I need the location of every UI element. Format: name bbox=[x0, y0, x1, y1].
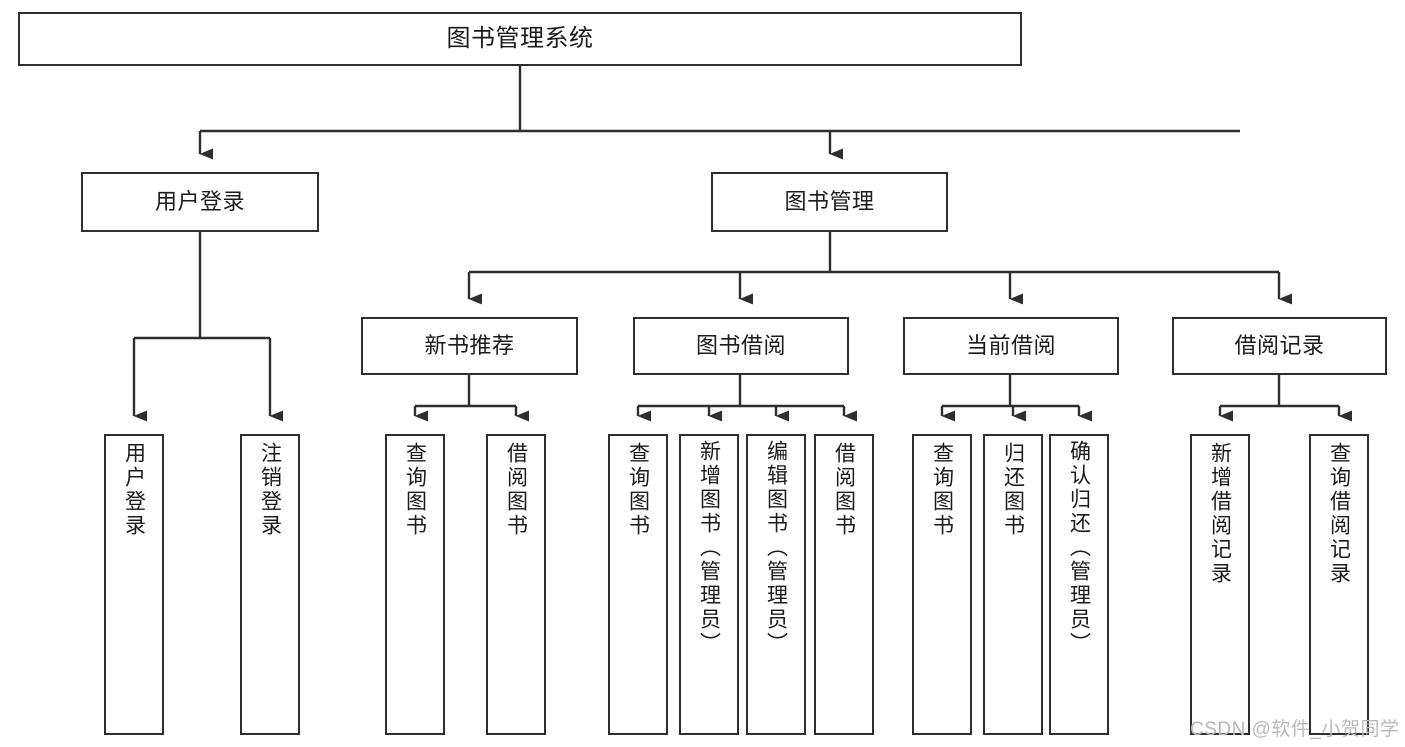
node-leaf-add-borrow-record[interactable]: 新增借阅记录 bbox=[1190, 434, 1250, 735]
connector-book-borrow-to-leaves bbox=[636, 375, 857, 422]
node-leaf-label: 归还图书 bbox=[1001, 442, 1025, 538]
node-leaf-return-book[interactable]: 归还图书 bbox=[983, 434, 1043, 735]
node-book-borrow-label: 图书借阅 bbox=[695, 333, 786, 359]
connector-user-login-to-leaves bbox=[132, 232, 283, 422]
node-leaf-label: 查询图书 bbox=[626, 442, 650, 538]
node-leaf-confirm-return[interactable]: 确认归还（管理员） bbox=[1049, 434, 1109, 735]
node-user-login-label: 用户登录 bbox=[154, 189, 245, 215]
node-leaf-query-book-1[interactable]: 查询图书 bbox=[385, 434, 445, 735]
node-borrow-record-label: 借阅记录 bbox=[1234, 333, 1325, 359]
connector-root-to-level2 bbox=[198, 66, 1240, 160]
node-leaf-query-book-2[interactable]: 查询图书 bbox=[608, 434, 668, 735]
node-book-borrow[interactable]: 图书借阅 bbox=[633, 317, 849, 375]
node-leaf-query-book-3[interactable]: 查询图书 bbox=[912, 434, 972, 735]
node-leaf-label: 查询借阅记录 bbox=[1327, 442, 1351, 586]
node-leaf-label: 查询图书 bbox=[403, 442, 427, 538]
node-leaf-user-login[interactable]: 用户登录 bbox=[104, 434, 164, 735]
connector-current-borrow-to-leaves bbox=[940, 375, 1092, 422]
node-book-manage[interactable]: 图书管理 bbox=[711, 172, 948, 232]
node-current-borrow[interactable]: 当前借阅 bbox=[903, 317, 1119, 375]
node-leaf-borrow-book-1[interactable]: 借阅图书 bbox=[486, 434, 546, 735]
node-leaf-logout[interactable]: 注销登录 bbox=[240, 434, 300, 735]
node-borrow-record[interactable]: 借阅记录 bbox=[1172, 317, 1387, 375]
node-leaf-label: 借阅图书 bbox=[504, 442, 528, 538]
node-leaf-borrow-book-2[interactable]: 借阅图书 bbox=[814, 434, 874, 735]
node-leaf-label: 查询图书 bbox=[930, 442, 954, 538]
node-leaf-label: 注销登录 bbox=[258, 442, 282, 538]
node-root-system[interactable]: 图书管理系统 bbox=[18, 12, 1022, 66]
node-new-book-recommend-label: 新书推荐 bbox=[424, 333, 515, 359]
node-root-label: 图书管理系统 bbox=[446, 25, 594, 53]
node-book-manage-label: 图书管理 bbox=[784, 189, 875, 215]
connector-book-manage-to-level3 bbox=[467, 232, 1292, 305]
node-leaf-label: 新增图书（管理员） bbox=[697, 440, 721, 656]
node-leaf-label: 新增借阅记录 bbox=[1208, 442, 1232, 586]
node-new-book-recommend[interactable]: 新书推荐 bbox=[361, 317, 578, 375]
node-leaf-add-book-admin[interactable]: 新增图书（管理员） bbox=[679, 434, 739, 735]
node-leaf-label: 确认归还（管理员） bbox=[1067, 440, 1091, 656]
connector-new-book-recommend-to-leaves bbox=[413, 375, 529, 422]
node-leaf-label: 借阅图书 bbox=[832, 442, 856, 538]
connector-borrow-record-to-leaves bbox=[1218, 375, 1352, 422]
node-leaf-query-borrow-record[interactable]: 查询借阅记录 bbox=[1309, 434, 1369, 735]
node-leaf-edit-book-admin[interactable]: 编辑图书（管理员） bbox=[746, 434, 806, 735]
node-leaf-label: 编辑图书（管理员） bbox=[764, 440, 788, 656]
node-leaf-label: 用户登录 bbox=[122, 442, 146, 538]
node-current-borrow-label: 当前借阅 bbox=[965, 333, 1056, 359]
node-user-login[interactable]: 用户登录 bbox=[81, 172, 319, 232]
